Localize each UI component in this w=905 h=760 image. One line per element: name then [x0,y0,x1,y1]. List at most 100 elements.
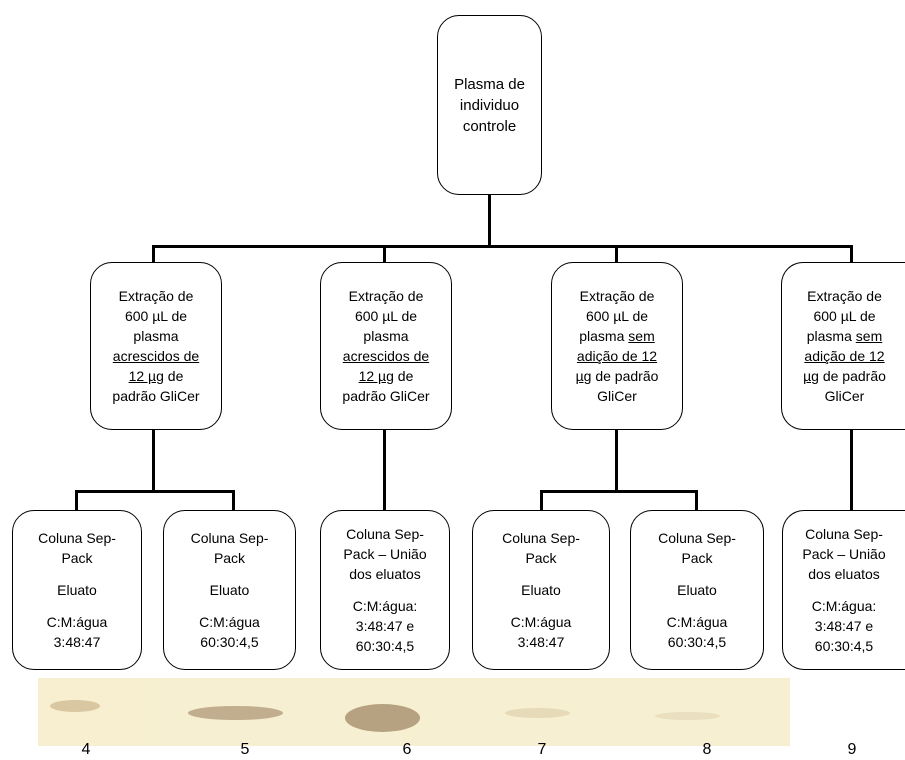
extraction-node-4: Extração de 600 µL de plasma sem adição … [781,262,905,430]
column-4-line-4: C:M:água [510,614,572,630]
connector-top-horizontal [152,245,853,248]
extraction-1-suffix: de [163,368,184,384]
column-node-5: Coluna Sep- Pack Eluato C:M:água 60:30:4… [630,510,764,670]
extraction-4-line-3: plasma [806,328,856,344]
extraction-4-suffix: de padrão [818,368,886,384]
column-4-line-3: Eluato [521,582,561,598]
column-6-line-4: C:M:água: [811,598,877,614]
extraction-2-line-3: plasma [363,328,409,344]
column-5-line-3: Eluato [677,582,717,598]
connector-ext4-down [850,430,853,510]
extraction-2-line-2: 600 µL de [354,308,418,324]
extraction-3-line-3: plasma [579,328,629,344]
root-node: Plasma de individuo controle [437,15,542,195]
column-6-line-2: Pack – União [802,546,886,562]
extraction-3-underline-2: adição de 12 [576,348,658,364]
column-2-line-4: C:M:água [199,614,260,630]
column-3-line-3: dos eluatos [349,566,421,582]
connector-ext3-down [615,430,618,492]
column-2-line-2: Pack [213,550,246,566]
column-1-line-1: Coluna Sep- [38,530,116,546]
column-3-line-6: 60:30:4,5 [355,638,415,654]
column-node-1: Coluna Sep- Pack Eluato C:M:água 3:48:47 [12,510,142,670]
extraction-4-underline-1: sem [855,328,883,344]
root-line-1: Plasma de [454,75,525,93]
column-1-line-3: Eluato [57,582,97,598]
extraction-node-2: Extração de 600 µL de plasma acrescidos … [320,262,452,430]
connector-col4-drop [540,490,543,510]
column-node-2: Coluna Sep- Pack Eluato C:M:água 60:30:4… [163,510,296,670]
extraction-1-line-2: 600 µL de [124,308,188,324]
column-2-line-1: Coluna Sep- [190,530,269,546]
root-line-3: controle [462,117,517,135]
extraction-4-line-2: 600 µL de [813,308,876,324]
column-6-line-5: 3:48:47 e [814,618,874,634]
lane-label-5: 5 [240,741,250,758]
connector-drop-2 [383,245,386,262]
column-4-line-2: Pack [525,550,557,566]
connector-drop-1 [152,245,155,262]
connector-ext1-down [152,430,155,492]
extraction-2-underline-2: 12 µg [358,368,394,384]
extraction-2-underline-1: acrescidos de [342,348,430,364]
lane-label-6: 6 [402,741,412,758]
connector-col5-drop [695,490,698,510]
extraction-3-line-4: GliCer [597,388,637,404]
column-4-line-5: 3:48:47 [517,634,565,650]
lane-label-8: 8 [702,741,712,758]
band-lane-4 [50,700,100,712]
band-lane-7 [505,708,570,718]
column-4-line-1: Coluna Sep- [502,530,580,546]
extraction-2-suffix: de [393,368,414,384]
column-6-line-6: 60:30:4,5 [814,638,874,654]
connector-ext2-down [383,430,386,510]
gel-strip-left [38,678,150,746]
column-3-line-2: Pack – União [343,546,427,562]
column-3-line-4: C:M:água: [352,598,418,614]
connector-col2-drop [232,490,235,510]
column-1-line-2: Pack [61,550,93,566]
extraction-2-line-1: Extração de [348,288,424,304]
band-lane-5 [188,706,283,720]
column-5-line-1: Coluna Sep- [658,530,736,546]
extraction-3-line-1: Extração de [579,288,655,304]
connector-root-down [488,195,491,247]
column-5-line-5: 60:30:4,5 [667,634,727,650]
gel-strip-main [150,678,790,746]
connector-drop-3 [615,245,618,262]
band-lane-6 [345,704,420,732]
extraction-3-underline-1: sem [628,328,655,344]
extraction-1-underline-1: acrescidos de [112,348,200,364]
extraction-4-line-1: Extração de [807,288,882,304]
extraction-3-underline-3: µg [575,368,592,384]
extraction-1-line-3: plasma [133,328,179,344]
column-6-line-3: dos eluatos [808,566,880,582]
column-3-line-1: Coluna Sep- [346,526,424,542]
extraction-4-underline-2: adição de 12 [804,348,885,364]
extraction-1-line-4: padrão GliCer [112,388,200,404]
lane-label-4: 4 [81,741,91,758]
connector-col1-drop [75,490,78,510]
extraction-2-line-4: padrão GliCer [342,388,430,404]
column-3-line-5: 3:48:47 e [355,618,415,634]
column-2-line-5: 60:30:4,5 [200,634,259,650]
extraction-3-line-2: 600 µL de [585,308,649,324]
root-line-2: individuo [459,96,520,114]
extraction-3-suffix: de padrão [591,368,659,384]
extraction-node-3: Extração de 600 µL de plasma sem adição … [551,262,683,430]
extraction-node-1: Extração de 600 µL de plasma acrescidos … [90,262,222,430]
connector-ext3-horizontal [540,490,698,493]
extraction-1-line-1: Extração de [118,288,194,304]
extraction-4-underline-3: µg [803,368,819,384]
extraction-1-underline-2: 12 µg [128,368,164,384]
column-2-line-3: Eluato [209,582,250,598]
lane-label-7: 7 [537,741,547,758]
column-1-line-4: C:M:água [46,614,108,630]
band-lane-8 [655,712,720,720]
column-node-4: Coluna Sep- Pack Eluato C:M:água 3:48:47 [472,510,610,670]
connector-ext1-horizontal [75,490,235,493]
extraction-4-line-4: GliCer [824,388,865,404]
connector-drop-4 [850,245,853,262]
column-node-6: Coluna Sep- Pack – União dos eluatos C:M… [782,510,905,670]
column-6-line-1: Coluna Sep- [805,526,883,542]
